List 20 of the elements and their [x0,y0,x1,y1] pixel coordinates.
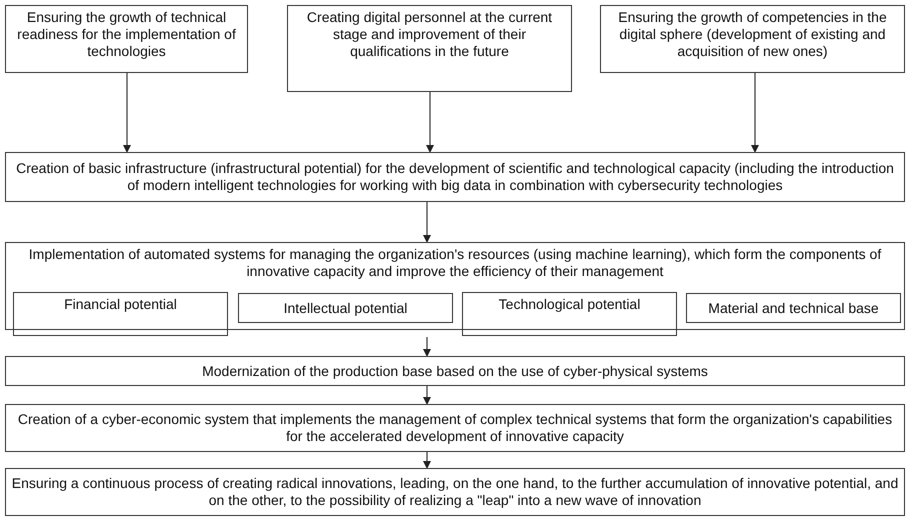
arrow [423,202,431,243]
process-box: Ensuring a continuous process of creating radical innovations, leading, on the one hand, to the further accumulation of innovative potential, and on the other, to the possibility of realizing a "leap" into a new wave of innovation [5,468,905,516]
process-box: Intellectual potential [238,293,453,323]
process-box: Ensuring the growth of technical readiness for the implementation of technologies [5,5,248,73]
process-box: Material and technical base [686,293,901,323]
arrow [123,72,131,153]
arrow [751,72,759,153]
arrow [423,452,431,469]
process-box: Creation of a cyber-economic system that implements the management of complex technical systems that form the organization's capabilities for the accelerated development of innovative capacity [5,404,905,452]
process-box [5,242,905,330]
process-box: Financial potential [13,292,228,336]
process-box: Creation of basic infrastructure (infrastructural potential) for the development of scientific and technological capacity (including the introduction of modern intelligent technologies for working with big data in combination with cybersecurity technologies [5,152,905,202]
process-box: Creating digital personnel at the current stage and improvement of their qualifications in the future [287,5,572,92]
arrow [423,386,431,405]
arrow [423,336,431,357]
process-box: Modernization of the production base based on the use of cyber-physical systems [5,356,905,386]
box-text: Implementation of automated systems for managing the organization's resources (using machine learning), which form the components of innovative capacity and improve the efficiency of their management [28,246,882,280]
process-box: Ensuring the growth of competencies in the digital sphere (development of existing and acquisition of new ones) [600,5,905,73]
process-box: Technological potential [462,292,677,336]
arrow [426,92,434,153]
